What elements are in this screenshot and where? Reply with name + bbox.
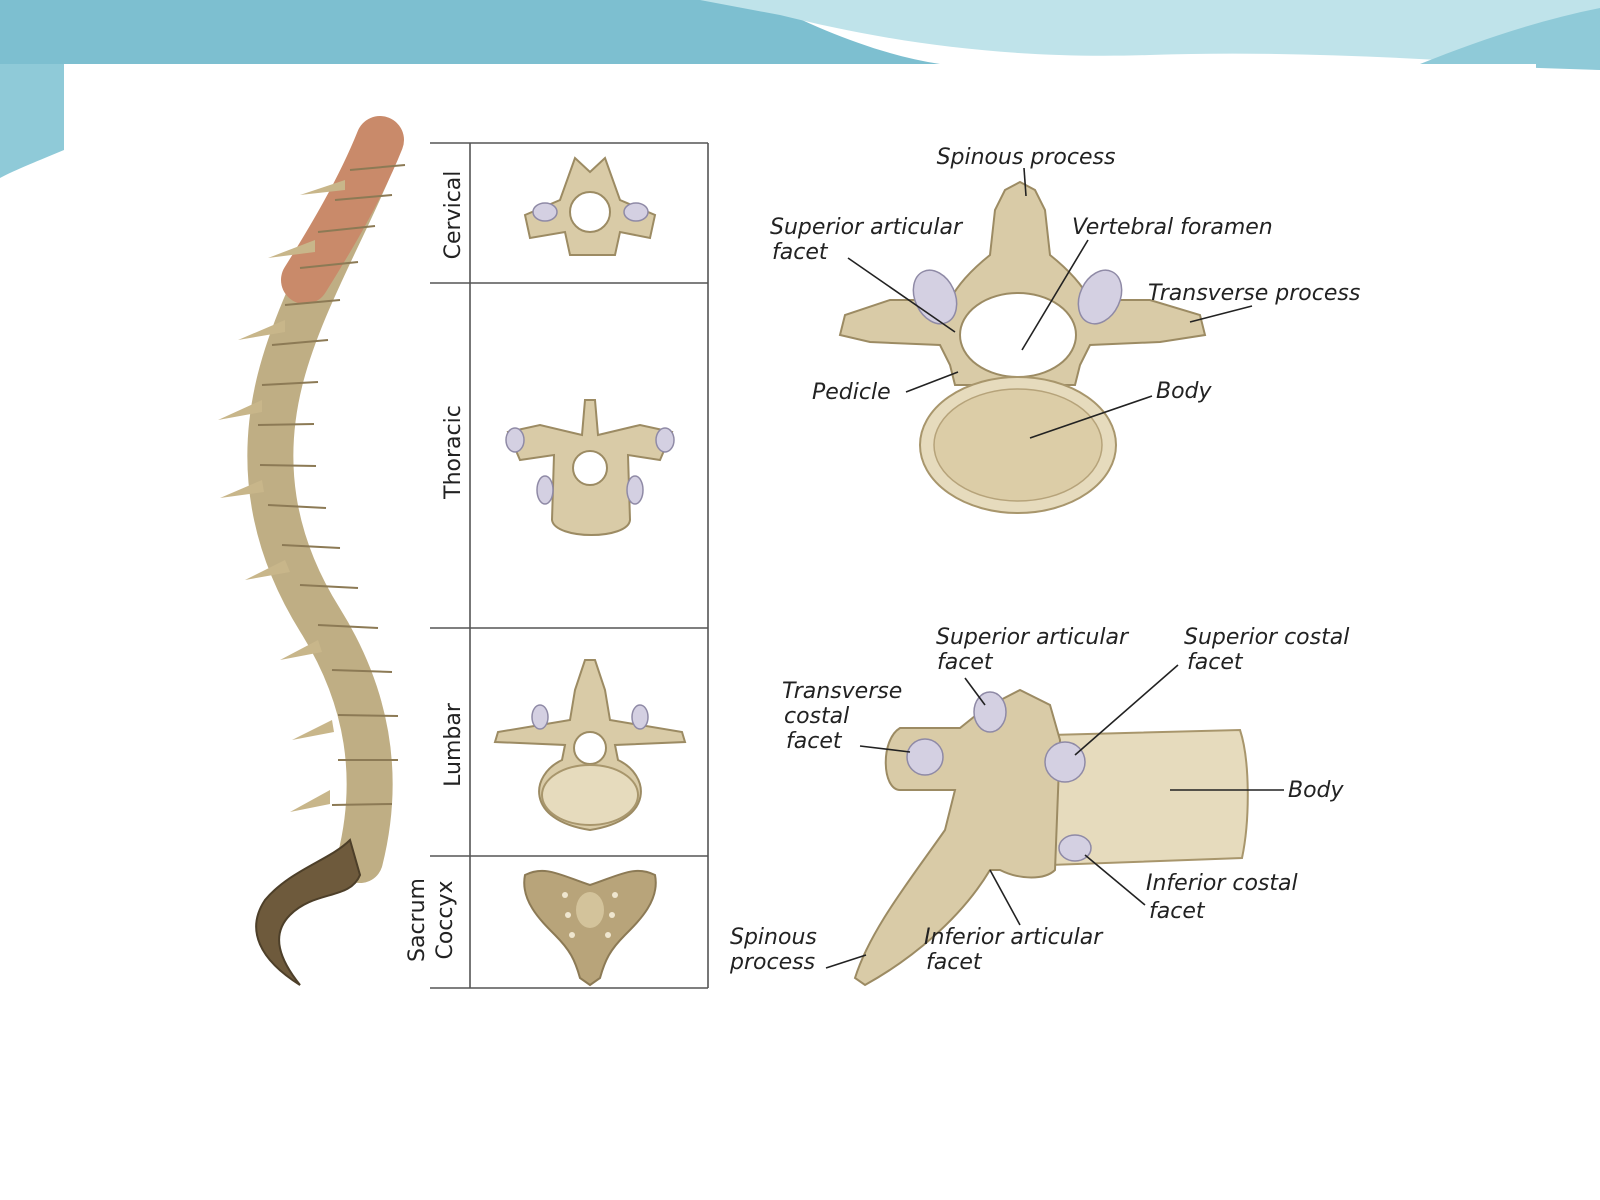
region-label-cervical: Cervical (441, 171, 466, 260)
vertebra-top-view (838, 180, 1207, 514)
label-vertebral-foramen: Vertebral foramen (1072, 215, 1273, 240)
region-label-thoracic: Thoracic (441, 405, 466, 500)
side-view-leader-lines (825, 664, 1284, 969)
region-label-coccyx: Coccyx (433, 880, 458, 959)
label-inferior-costal-1: Inferior costal (1146, 871, 1298, 896)
vertebra-side-view (853, 688, 1249, 987)
label-superior-costal-1: Superior costal (1184, 625, 1349, 650)
spine-column (218, 116, 406, 986)
superior-articular-facet-side-shape (973, 691, 1007, 733)
label-superior-articular-side-1: Superior articular (936, 625, 1130, 650)
slide-background-decoration (0, 0, 1600, 178)
spine-cervical-segment (281, 116, 404, 304)
label-inferior-articular-1: Inferior articular (924, 925, 1104, 950)
thoracic-vertebra-icon (505, 399, 675, 536)
region-label-lumbar: Lumbar (441, 702, 466, 787)
label-superior-articular-top-1: Superior articular (770, 215, 964, 240)
sacrum-coccyx (255, 838, 362, 986)
side-wave-left (0, 64, 64, 178)
label-superior-costal-2: facet (1187, 650, 1244, 675)
cervical-vertebra-icon (523, 156, 657, 256)
label-spinous-side-2: process (729, 950, 815, 975)
label-pedicle: Pedicle (812, 380, 891, 405)
label-transverse-costal-3: facet (786, 729, 843, 754)
side-view-arch (853, 688, 1062, 987)
label-body-top: Body (1156, 379, 1213, 404)
spine-spinous-processes (218, 180, 345, 812)
sacrum-icon (523, 869, 657, 987)
header-wave-light (700, 0, 1600, 70)
inferior-costal-facet-shape (1058, 834, 1092, 862)
superior-articular-facet-right (1077, 269, 1123, 325)
label-inferior-costal-2: facet (1149, 899, 1206, 924)
header-wave-dark (0, 0, 940, 64)
vertebral-foramen-shape (959, 292, 1077, 378)
region-label-sacrum: Sacrum (405, 878, 430, 962)
label-transverse-costal-2: costal (784, 704, 849, 729)
header-wave-edge (1420, 8, 1600, 70)
label-superior-articular-top-2: facet (772, 240, 829, 265)
transverse-costal-facet-shape (906, 738, 944, 776)
label-superior-articular-side-2: facet (937, 650, 994, 675)
superior-costal-facet-shape (1044, 741, 1086, 783)
label-spinous-side-1: Spinous (730, 925, 817, 950)
spine-vertebra-ticks (257, 164, 406, 806)
lumbar-vertebra-icon (493, 659, 687, 832)
region-grid: Cervical Thoracic Lumbar Sacrum Coccyx (405, 142, 709, 989)
label-inferior-articular-2: facet (926, 950, 983, 975)
label-transverse-costal-1: Transverse (782, 679, 902, 704)
label-transverse-process: Transverse process (1148, 281, 1360, 306)
label-spinous-process-top: Spinous process (937, 145, 1116, 170)
top-view-leader-lines (847, 167, 1253, 439)
label-body-side: Body (1288, 778, 1345, 803)
